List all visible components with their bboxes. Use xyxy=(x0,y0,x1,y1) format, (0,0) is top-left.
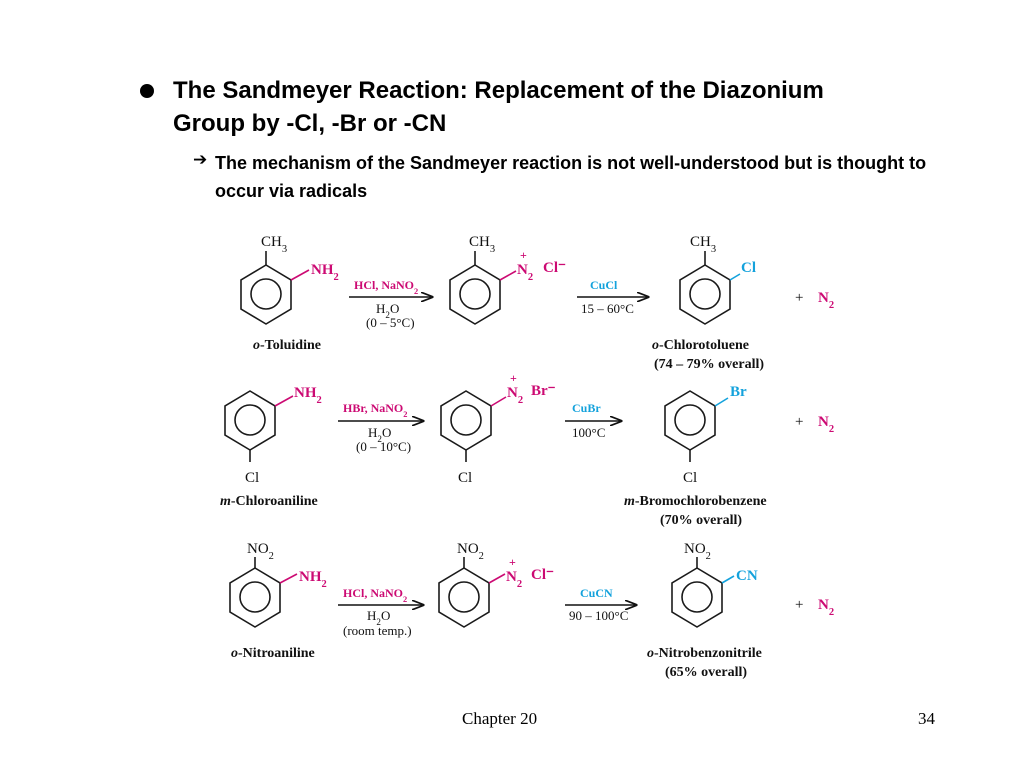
row2-arrow-step1: HBr, NaNO2​ H2​O (0 – 10°C) xyxy=(338,401,423,454)
benzene-ring xyxy=(224,390,276,451)
halide-label: Br xyxy=(730,384,747,400)
condition-label: (room temp.) xyxy=(343,623,412,638)
row3-arrow-step2: CuCN 90 – 100°C xyxy=(565,586,636,623)
row3-starting-material: NO2​ NH2​ o-Nitroaniline xyxy=(229,541,327,661)
plus-sign: + xyxy=(795,414,803,430)
diazonium-label: N2​ xyxy=(506,569,522,590)
catalyst-label: CuCN xyxy=(580,586,613,600)
row1-byproduct: + N2​ xyxy=(795,290,834,311)
methyl-label: CH3​ xyxy=(690,234,716,255)
compound-name: o-Nitroaniline xyxy=(231,646,315,661)
compound-name: o-Nitrobenzonitrile xyxy=(647,646,762,661)
catalyst-label: CuCl xyxy=(590,278,618,292)
halide-label: Cl xyxy=(741,260,756,276)
benzene-ring xyxy=(671,567,723,628)
compound-name: o-Toluidine xyxy=(253,338,321,353)
amine-label: NH2​ xyxy=(294,385,322,406)
positive-charge: + xyxy=(510,371,517,385)
nitrogen-gas-label: N2​ xyxy=(818,414,834,435)
footer-page-number: 34 xyxy=(918,709,935,728)
methyl-label: CH3​ xyxy=(469,234,495,255)
yield-label: (65% overall) xyxy=(665,665,747,680)
yield-label: (74 – 79% overall) xyxy=(654,357,764,372)
row3-diazonium-salt: NO2​ + N2​ Cl⁻ xyxy=(438,541,554,628)
row2-product: Br Cl m-Bromochlorobenzene (70% overall) xyxy=(624,384,767,528)
benzene-ring xyxy=(440,390,492,451)
condition-label: 15 – 60°C xyxy=(581,301,634,316)
catalyst-label: CuBr xyxy=(572,401,601,415)
reagent-label: HCl, NaNO2​ xyxy=(343,586,407,604)
reagent-label: HBr, NaNO2​ xyxy=(343,401,407,419)
slide-subtitle: The mechanism of the Sandmeyer reaction … xyxy=(215,153,927,201)
row1-diazonium-salt: CH3​ + N2​ Cl⁻ xyxy=(449,234,566,325)
slide-title: The Sandmeyer Reaction: Replacement of t… xyxy=(173,77,824,137)
nitrogen-gas-label: N2​ xyxy=(818,597,834,618)
condition-label: (0 – 5°C) xyxy=(366,315,415,330)
nitro-label: NO2​ xyxy=(457,541,484,562)
footer-chapter: Chapter 20 xyxy=(462,709,538,728)
row1-product: CH3​ Cl o-Chlorotoluene (74 – 79% overal… xyxy=(652,234,764,372)
methyl-label: CH3​ xyxy=(261,234,287,255)
amine-label: NH2​ xyxy=(311,262,339,283)
positive-charge: + xyxy=(509,555,516,569)
counterion-label: Cl⁻ xyxy=(531,567,554,583)
diazonium-label: N2​ xyxy=(517,262,533,283)
chloro-label: Cl xyxy=(245,470,259,486)
nitro-label: NO2​ xyxy=(247,541,274,562)
benzene-ring xyxy=(679,264,731,325)
row2-byproduct: + N2​ xyxy=(795,414,834,435)
condition-label: (0 – 10°C) xyxy=(356,439,411,454)
diazonium-label: N2​ xyxy=(507,385,523,406)
row3-byproduct: + N2​ xyxy=(795,597,834,618)
plus-sign: + xyxy=(795,597,803,613)
chloro-label: Cl xyxy=(458,470,472,486)
row1-arrow-step1: HCl, NaNO2​ H2​O (0 – 5°C) xyxy=(349,278,432,330)
row2-diazonium-salt: + N2​ Br⁻ Cl xyxy=(440,371,556,486)
solvent-label: H2​O xyxy=(368,425,391,444)
row3-product: NO2​ CN o-Nitrobenzonitrile (65% overall… xyxy=(647,541,762,680)
row3-arrow-step1: HCl, NaNO2​ H2​O (room temp.) xyxy=(338,586,423,638)
reagent-label: HCl, NaNO2​ xyxy=(354,278,418,296)
benzene-ring xyxy=(229,567,281,628)
benzene-ring xyxy=(240,264,292,325)
nitro-label: NO2​ xyxy=(684,541,711,562)
positive-charge: + xyxy=(520,248,527,262)
compound-name: m-Chloroaniline xyxy=(220,494,318,509)
solvent-label: H2​O xyxy=(376,301,399,320)
compound-name: m-Bromochlorobenzene xyxy=(624,494,767,509)
row1-arrow-step2: CuCl 15 – 60°C xyxy=(577,278,648,316)
nitrogen-gas-label: N2​ xyxy=(818,290,834,311)
arrow-bullet-icon: ➔ xyxy=(193,150,208,170)
benzene-ring xyxy=(449,264,501,325)
row2-arrow-step2: CuBr 100°C xyxy=(565,401,621,440)
condition-label: 100°C xyxy=(572,425,605,440)
bullet-dot xyxy=(140,84,154,98)
compound-name: o-Chlorotoluene xyxy=(652,338,749,353)
counterion-label: Br⁻ xyxy=(531,383,556,399)
yield-label: (70% overall) xyxy=(660,513,742,528)
benzene-ring xyxy=(664,390,716,451)
row1-starting-material: CH3​ NH2​ o-Toluidine xyxy=(240,234,339,353)
chloro-label: Cl xyxy=(683,470,697,486)
amine-label: NH2​ xyxy=(299,569,327,590)
row2-starting-material: NH2​ Cl m-Chloroaniline xyxy=(220,385,322,509)
benzene-ring xyxy=(438,567,490,628)
solvent-label: H2​O xyxy=(367,608,390,627)
nitrile-label: CN xyxy=(736,568,758,584)
plus-sign: + xyxy=(795,290,803,306)
counterion-label: Cl⁻ xyxy=(543,260,566,276)
condition-label: 90 – 100°C xyxy=(569,608,628,623)
